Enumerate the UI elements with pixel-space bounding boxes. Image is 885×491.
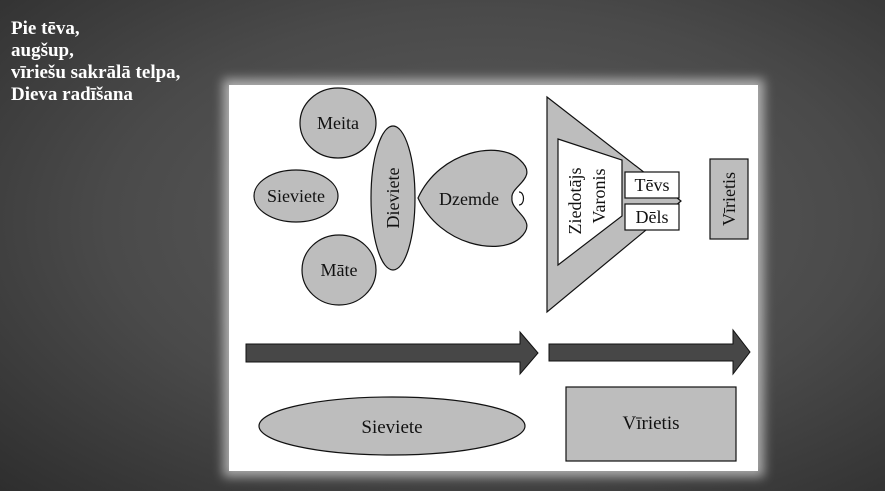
hero-inner-triangle xyxy=(557,138,623,267)
tevs-label: Tēvs xyxy=(635,175,670,195)
virietis-bottom-box xyxy=(565,386,737,462)
dels-box xyxy=(624,203,680,231)
title-line-1: Pie tēva, xyxy=(11,18,80,39)
sieviete-bottom-ellipse xyxy=(258,396,526,456)
title-line-3: vīriešu sakrālā telpa, xyxy=(11,62,181,83)
title-line-4: Dieva radīšana xyxy=(11,84,133,105)
arrow-right xyxy=(548,328,751,376)
dzemde-opening xyxy=(518,191,525,206)
virietis-vertical-box xyxy=(709,158,749,240)
slide-title: Pie tēva, augšup, vīriešu sakrālā telpa,… xyxy=(11,18,180,106)
dieviete-label: Dieviete xyxy=(383,168,403,229)
dzemde-shape xyxy=(417,149,528,247)
ziedotajs-label: Ziedotājs xyxy=(565,168,585,235)
varonis-label: Varonis xyxy=(589,169,609,224)
sieviete-bottom-label: Sieviete xyxy=(361,417,422,438)
dels-label: Dēls xyxy=(636,207,669,227)
meita-label: Meita xyxy=(317,113,359,133)
mate-label: Māte xyxy=(321,260,358,280)
arrow-left xyxy=(245,330,539,376)
dieviete-ellipse xyxy=(370,125,416,271)
dzemde-label: Dzemde xyxy=(439,189,499,209)
virietis-bottom-label: Vīrietis xyxy=(623,413,680,434)
title-line-2: augšup, xyxy=(11,40,74,61)
meita-circle xyxy=(299,87,377,159)
tevs-box xyxy=(624,171,680,199)
mate-circle xyxy=(301,234,377,306)
sieviete-top-ellipse xyxy=(253,169,339,223)
virietis-vertical-label: Vīrietis xyxy=(719,172,739,226)
sieviete-top-label: Sieviete xyxy=(267,186,325,206)
